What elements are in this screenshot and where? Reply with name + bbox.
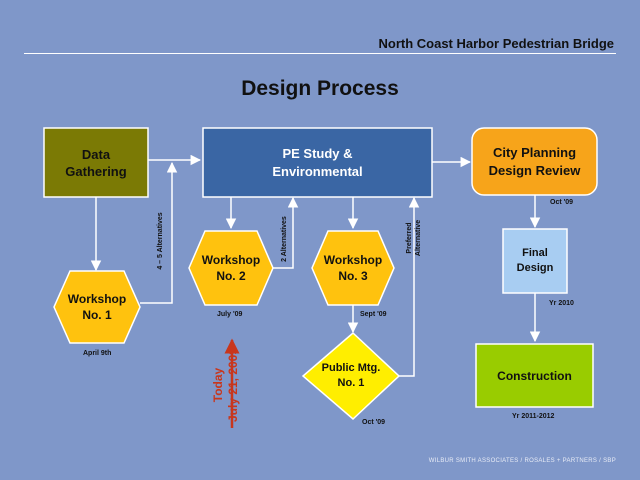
workshop3-label: Workshop No. 3 bbox=[323, 253, 383, 283]
public-mtg-label: Public Mtg. No. 1 bbox=[321, 362, 381, 389]
arrow-ws2-to-pe bbox=[272, 196, 299, 269]
pe-study-label: PE Study & Environmental bbox=[272, 145, 363, 179]
construction-box bbox=[475, 343, 594, 408]
workshop2-label: Workshop No. 2 bbox=[201, 253, 261, 283]
final-design-label: Final Design bbox=[516, 247, 554, 274]
workshop3-date: Sept '09 bbox=[360, 311, 387, 318]
workshop2-hexagon bbox=[188, 230, 274, 306]
today-marker-label: Today July 21, 2009 bbox=[211, 347, 240, 423]
city-planning-date: Oct '09 bbox=[550, 199, 574, 206]
diagram-title: Design Process bbox=[241, 77, 399, 100]
public-mtg-diamond bbox=[301, 331, 401, 421]
project-title: North Coast Harbor Pedestrian Bridge bbox=[378, 36, 615, 51]
arrow-ws1-to-pe bbox=[140, 161, 178, 304]
arrow-public-to-pe bbox=[398, 196, 420, 377]
data-gathering-box bbox=[43, 127, 149, 198]
edge-label-4-5-alternatives: 4 – 5 Alternatives bbox=[157, 212, 164, 270]
final-design-box bbox=[502, 228, 568, 294]
data-gathering-label: Data Gathering bbox=[65, 146, 127, 179]
workshop1-label: Workshop No. 1 bbox=[67, 292, 127, 322]
footer-credits: WILBUR SMITH ASSOCIATES / ROSALES + PART… bbox=[428, 458, 616, 464]
construction-date: Yr 2011-2012 bbox=[512, 413, 555, 420]
public-mtg-date: Oct '09 bbox=[362, 419, 386, 426]
workshop1-date: April 9th bbox=[83, 350, 112, 357]
workshop2-date: July '09 bbox=[217, 311, 243, 318]
pe-study-box bbox=[202, 127, 433, 198]
edge-label-2-alternatives: 2 Alternatives bbox=[281, 216, 288, 262]
construction-label: Construction bbox=[497, 368, 572, 383]
workshop1-hexagon bbox=[53, 270, 141, 344]
city-planning-label: City Planning Design Review bbox=[488, 144, 581, 178]
edge-label-preferred-alternative: Preferred Alternative bbox=[406, 219, 422, 257]
city-planning-box bbox=[471, 127, 598, 196]
header-divider bbox=[24, 53, 616, 54]
final-design-date: Yr 2010 bbox=[549, 300, 574, 307]
workshop3-hexagon bbox=[311, 230, 395, 306]
